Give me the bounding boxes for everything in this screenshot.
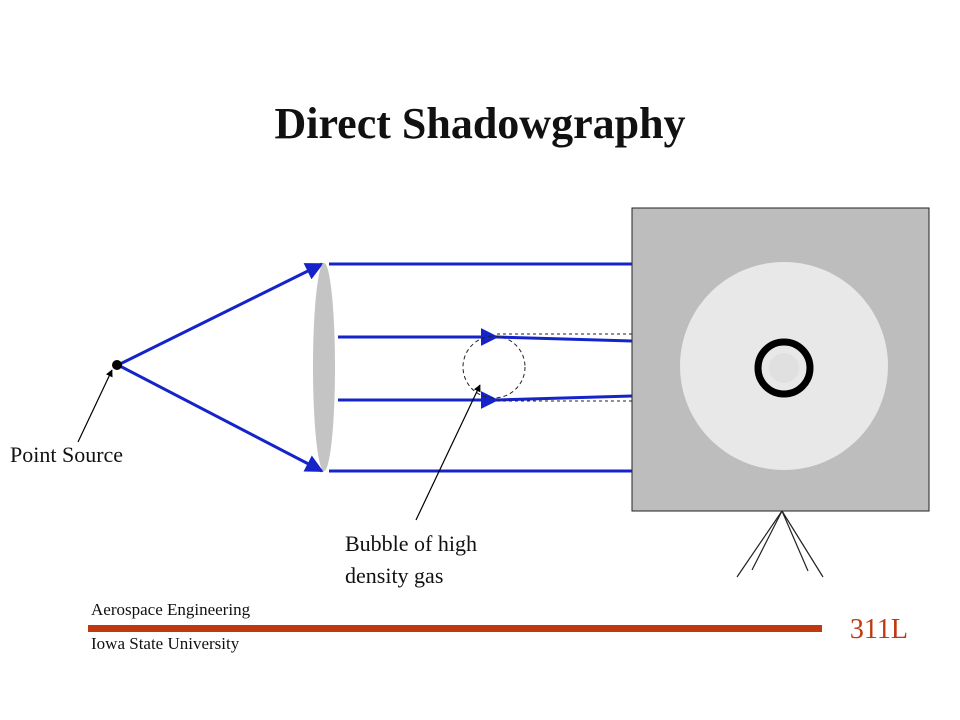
footer-course-number: 311L — [849, 614, 908, 645]
bubble-label: Bubble of high density gas — [345, 528, 545, 592]
bubble-pointer — [415, 384, 481, 521]
ray-inner-upper-out — [496, 335, 633, 343]
point-source-dot — [112, 360, 122, 370]
collimating-lens — [313, 263, 335, 471]
footer-divider — [88, 625, 822, 632]
footer-university: Iowa State University — [91, 634, 240, 653]
caustic-ring — [754, 338, 814, 398]
screen-stand — [736, 510, 824, 578]
ray-upper-diverging — [117, 262, 324, 367]
point-source-label: Point Source — [10, 442, 124, 467]
bubble-label-line-2: density gas — [345, 563, 444, 588]
gas-bubble — [462, 335, 526, 399]
point-source-pointer — [77, 369, 113, 443]
ray-lower-diverging — [117, 363, 324, 473]
slide-title: Direct Shadowgraphy — [274, 99, 686, 148]
ray-inner-lower-out — [496, 394, 633, 402]
bubble-label-line-1: Bubble of high — [345, 531, 477, 556]
footer-department: Aerospace Engineering — [91, 600, 251, 619]
shadow-center — [769, 353, 799, 383]
